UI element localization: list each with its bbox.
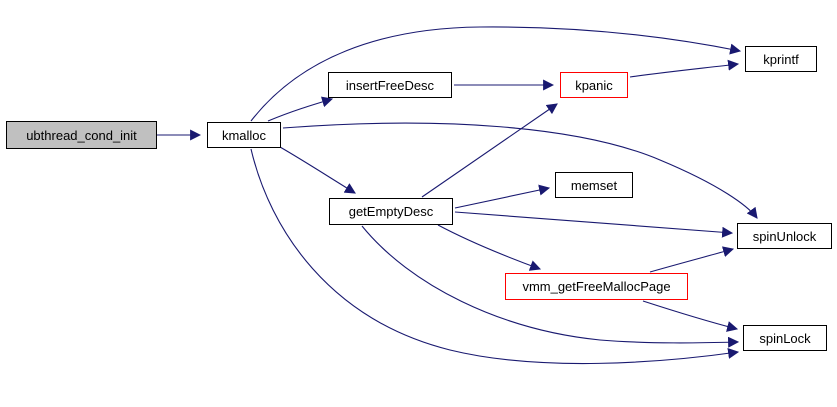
node-kpanic[interactable]: kpanic	[560, 72, 628, 98]
node-memset[interactable]: memset	[555, 172, 633, 198]
edge-kpanic-kprintf	[629, 59, 740, 78]
edge-vmm_getFreeMallocPage-spinUnlock	[649, 246, 735, 273]
node-label: kprintf	[763, 51, 799, 67]
edge-kmalloc-getEmptyDesc	[279, 146, 356, 194]
edge-getEmptyDesc-kpanic	[421, 103, 558, 198]
node-label: kpanic	[575, 77, 613, 93]
node-label: getEmptyDesc	[348, 204, 434, 219]
edge-kmalloc-insertFreeDesc	[267, 96, 334, 122]
node-label: memset	[570, 177, 618, 193]
edge-getEmptyDesc-vmm_getFreeMallocPage	[437, 224, 542, 271]
edge-getEmptyDesc-spinLock	[361, 225, 740, 348]
node-label: ubthread_cond_init	[26, 127, 137, 143]
node-insertFreeDesc[interactable]: insertFreeDesc	[328, 72, 452, 98]
node-label: vmm_getFreeMallocPage	[522, 279, 671, 294]
node-getEmptyDesc[interactable]: getEmptyDesc	[329, 198, 453, 225]
edge-getEmptyDesc-spinUnlock	[454, 211, 734, 238]
node-kmalloc[interactable]: kmalloc	[207, 122, 281, 148]
node-ubthread_cond_init: ubthread_cond_init	[6, 121, 157, 149]
node-spinUnlock[interactable]: spinUnlock	[737, 223, 832, 249]
node-label: spinLock	[759, 330, 811, 346]
edge-kmalloc-spinLock	[250, 148, 740, 365]
node-label: insertFreeDesc	[345, 77, 435, 93]
edge-getEmptyDesc-memset	[454, 184, 551, 209]
node-spinLock[interactable]: spinLock	[743, 325, 827, 351]
edge-vmm_getFreeMallocPage-spinLock	[642, 300, 739, 332]
node-label: spinUnlock	[752, 228, 817, 244]
node-vmm_getFreeMallocPage[interactable]: vmm_getFreeMallocPage	[505, 273, 688, 300]
node-label: kmalloc	[221, 127, 267, 143]
edge-kmalloc-kprintf	[250, 26, 742, 122]
edge-kmalloc-spinUnlock	[282, 122, 758, 219]
node-kprintf[interactable]: kprintf	[745, 46, 817, 72]
